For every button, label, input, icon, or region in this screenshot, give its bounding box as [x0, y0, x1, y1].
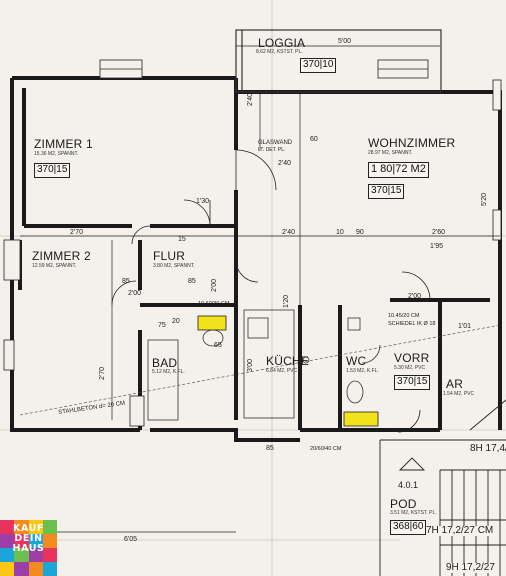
logo-line-2: DEIN [14, 532, 43, 544]
room-box-wohnzimmer: 370|15 [368, 184, 405, 199]
logo-line-3: HAUS [12, 542, 45, 554]
dim-label: 2'40 [282, 229, 296, 236]
dim-label: 2'00 [408, 293, 422, 300]
kaufdeinhaus-logo [0, 520, 57, 576]
note-kamin-3: 20/60/40 CM [310, 446, 342, 452]
dim-label: 85 [122, 278, 130, 285]
dim-label: 10 [336, 229, 344, 236]
staircase [379, 399, 506, 576]
dim-label: 2'00 [128, 290, 142, 297]
room-name-wohnzimmer: WOHNZIMMER [368, 136, 456, 150]
note-kamin-2b: SCHIEDEL IK Ø 18 [388, 321, 436, 327]
dim-label: 6'05 [124, 536, 138, 543]
stair-label-3: 9H 17,2/27 [446, 562, 495, 573]
dim-label: 1'01 [458, 323, 472, 330]
section-marker: 4.0.1 [398, 480, 419, 490]
room-name-pod: POD [390, 497, 417, 511]
room-sub-bad: 5.12 M2, K.FL. [152, 369, 185, 375]
dim-label: 15 [178, 236, 186, 243]
dim-label: 60 [310, 136, 318, 143]
note-glaswand: GLASWAND [258, 140, 293, 146]
room-box-loggia: 370|10 [300, 58, 337, 73]
dim-label: 85 [266, 445, 274, 452]
room-name-bad: BAD [152, 356, 178, 370]
dim-label: 2'70 [99, 366, 107, 381]
note-kamin-2: 10.45/20 CM [388, 313, 420, 319]
loggia-outline [235, 29, 442, 93]
room-name-ar: AR [446, 377, 464, 391]
kitchen-fixtures [243, 309, 310, 419]
room-name-vorr: VORR [394, 351, 430, 365]
dim-label: 65 [214, 342, 222, 349]
room-name-zimmer-2: ZIMMER 2 [32, 249, 91, 263]
room-sub-pod: 3.51 M2, KSTST. PL. [390, 510, 437, 516]
stair-label-1: 8H 17,4/ [470, 443, 506, 454]
dim-label: 2'40 [278, 160, 292, 167]
dim-label: 2'40 [247, 92, 255, 107]
dim-label: 2'70 [70, 229, 84, 236]
dim-label: 2'60 [432, 229, 446, 236]
service-shafts [197, 315, 379, 427]
room-sub-flur: 3.80 M2, SPANNT. [153, 263, 195, 269]
room-box-wohnzimmer-area: 1 80|72 M2 [368, 162, 429, 178]
room-name-loggia: LOGGIA [258, 36, 306, 50]
room-sub-wc: 1.53 M2, K.FL. [346, 368, 379, 374]
dim-label: 1'20 [283, 294, 291, 309]
room-name-kueche: KÜCHE [266, 354, 310, 368]
room-name-zimmer-1: ZIMMER 1 [34, 137, 93, 151]
section-line [19, 324, 501, 416]
dim-label: 20 [172, 318, 180, 325]
stair-label-2: 7H 17,2/27 CM [426, 525, 494, 536]
room-sub-zimmer-1: 15.36 M2, SPANNT. [34, 151, 79, 157]
dim-label: 1'95 [430, 243, 444, 250]
dim-label: 5'20 [481, 192, 489, 207]
note-kamin-1: 10.60/30 CM [198, 301, 230, 307]
logo-line-1: KAUF [12, 523, 45, 534]
dim-label: 85 [188, 278, 196, 285]
dim-label: 3'00 [247, 358, 255, 373]
windows [3, 59, 502, 427]
bathroom-fixtures [147, 317, 364, 421]
room-name-wc: WC [346, 354, 367, 368]
room-sub-vorr: 5.30 M2, PVC [394, 365, 426, 371]
dimension-lines [6, 45, 500, 533]
dim-label: 90 [356, 229, 364, 236]
room-sub-wohnzimmer: 28.97 M2, SPANNT. [368, 150, 413, 156]
dim-label: 1'30 [196, 198, 210, 205]
room-name-flur: FLUR [153, 249, 186, 263]
room-box-pod: 368|60 [390, 520, 427, 535]
dim-label: 5'00 [338, 38, 352, 45]
room-box-zimmer-1: 370|15 [34, 163, 71, 178]
note-glaswand-sub: LT. DET. PL. [258, 147, 286, 153]
room-box-vorr: 370|15 [394, 375, 431, 390]
room-sub-ar: 1.54 M2, PVC [443, 391, 475, 397]
logo-text: KAUF DEIN HAUS [0, 524, 57, 554]
room-sub-zimmer-2: 12.59 M2, SPANNT. [32, 263, 77, 269]
dim-label: 2'00 [211, 278, 219, 293]
room-sub-kueche: 6.84 M2, PVC [266, 368, 298, 374]
dim-label: 75 [158, 322, 166, 329]
room-sub-loggia: 8.62 M2, KSTST. PL. [256, 49, 303, 55]
